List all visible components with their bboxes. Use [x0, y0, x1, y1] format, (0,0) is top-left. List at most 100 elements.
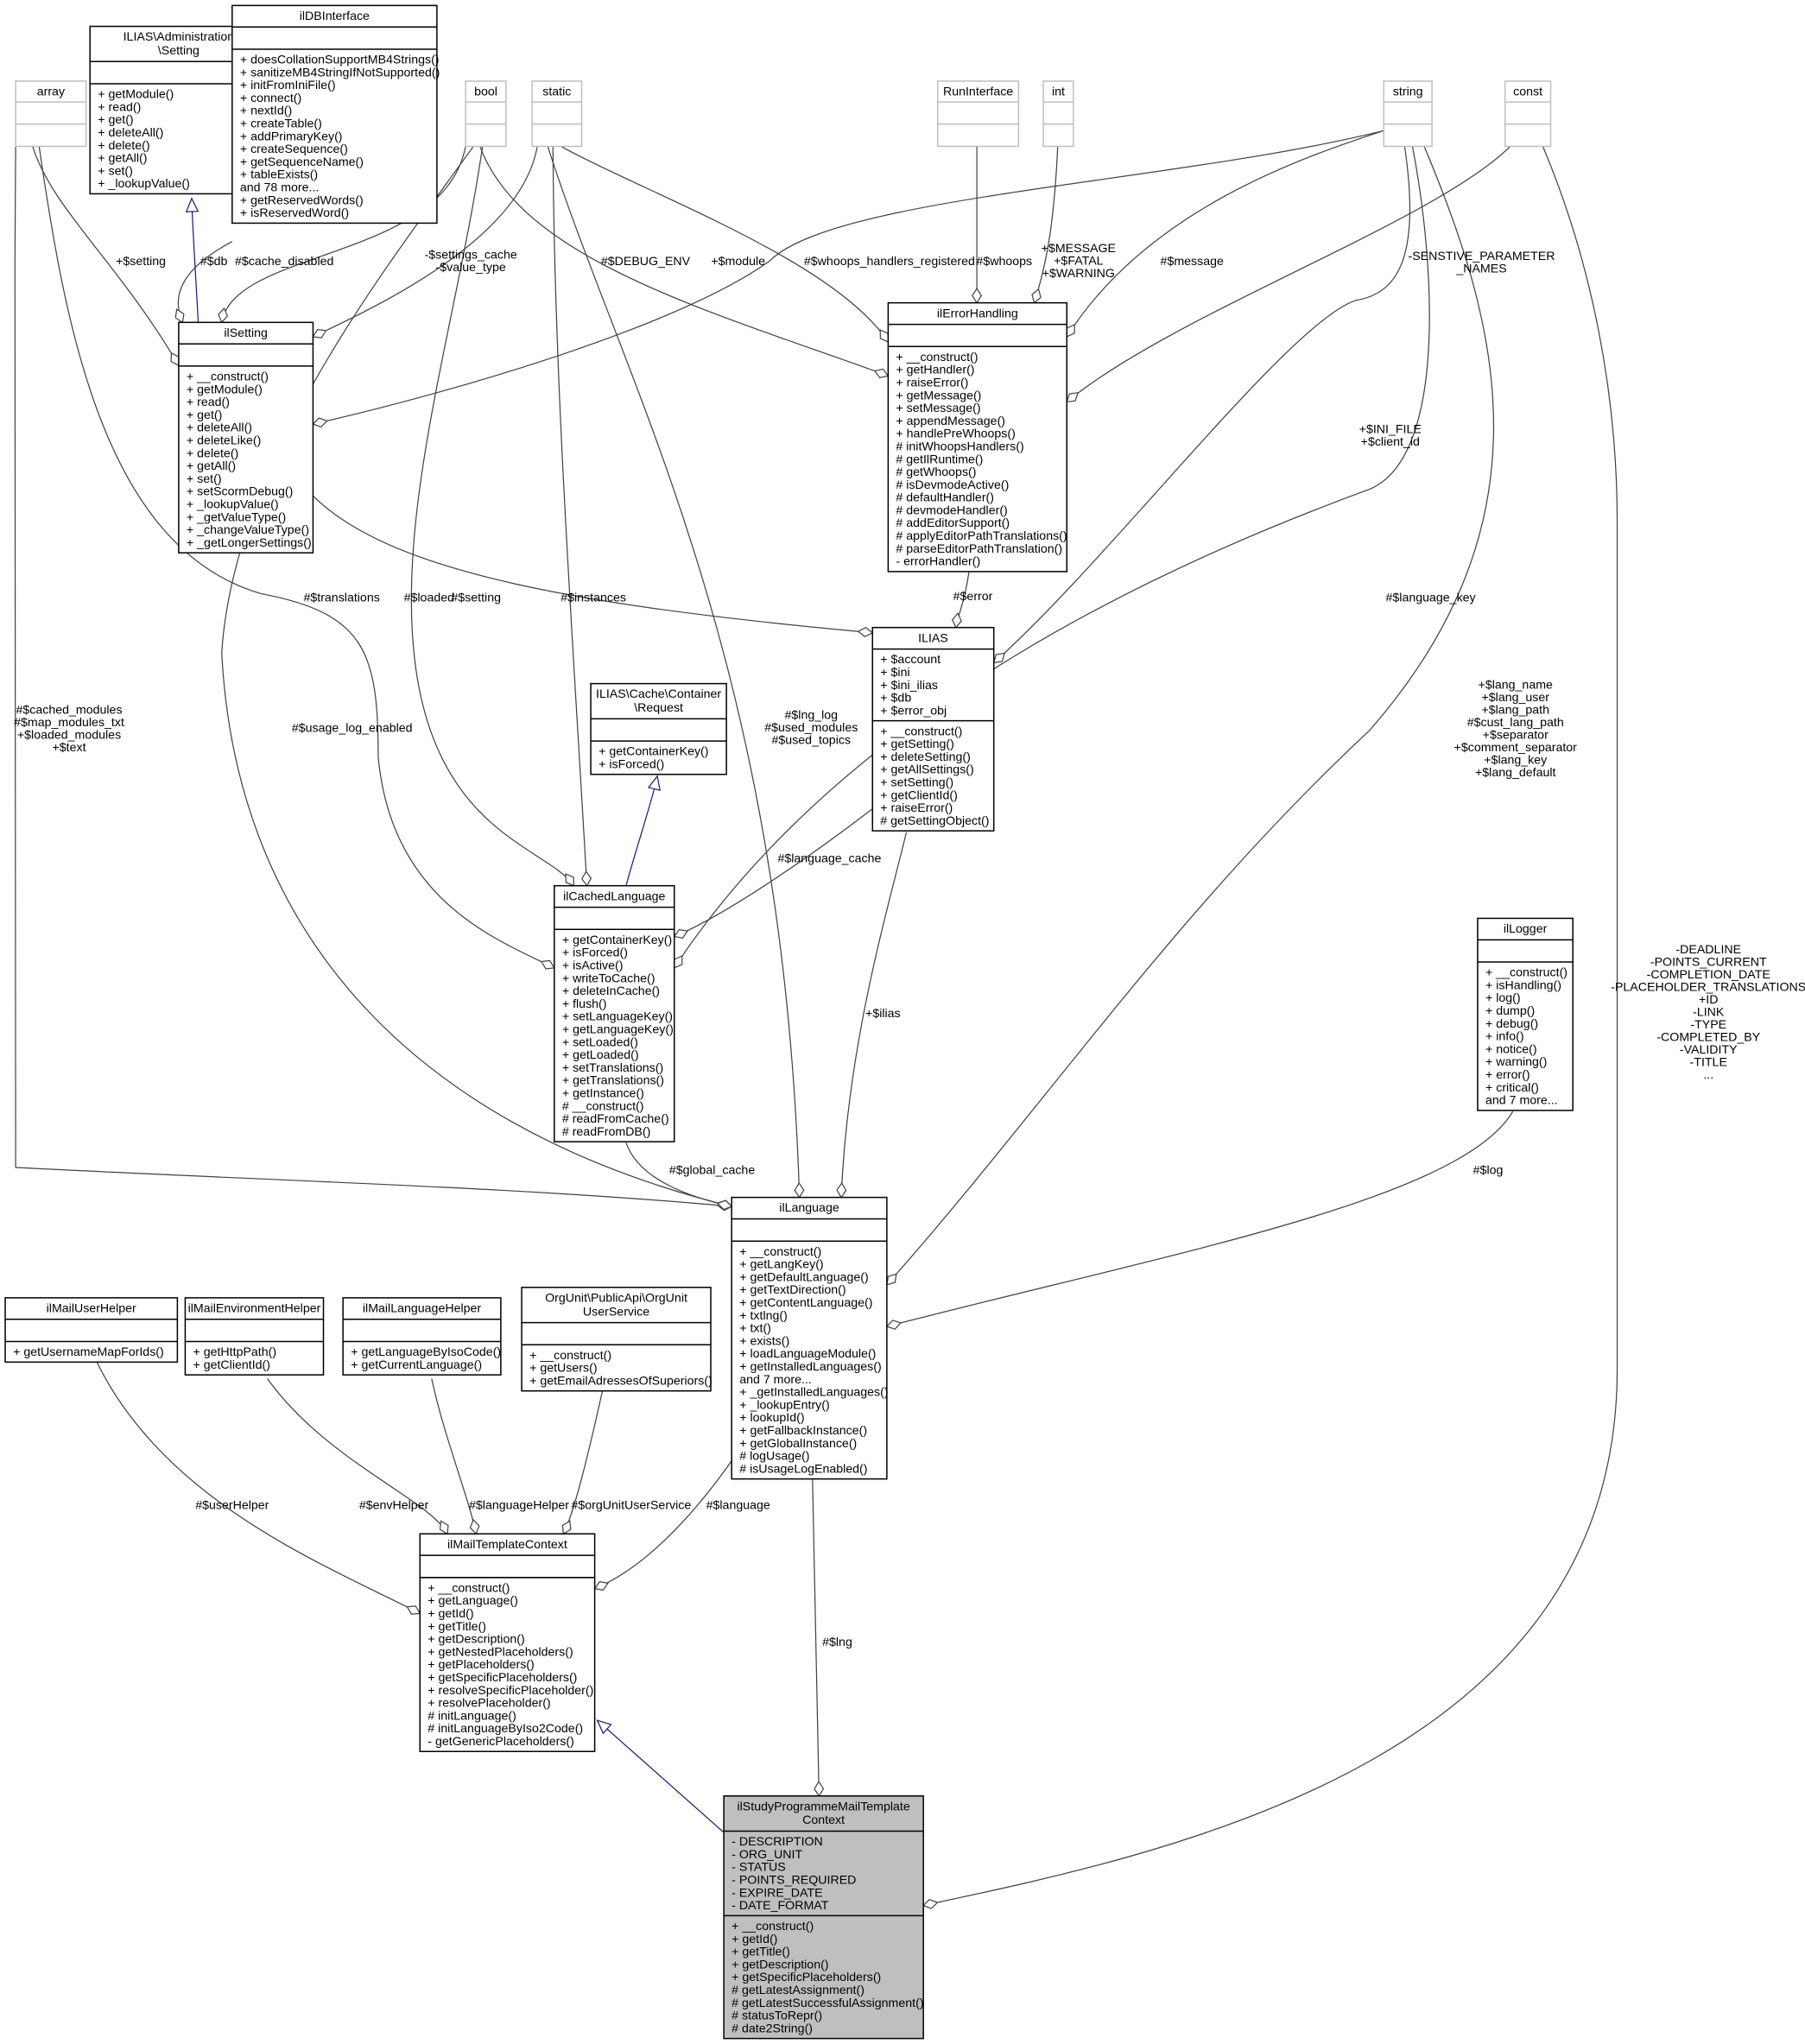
edge-label: #$used_modules [764, 721, 858, 735]
usage-line [479, 146, 889, 377]
edge-string-to-illanguage [886, 146, 1495, 1286]
class-method: # addEditorSupport() [896, 516, 1010, 530]
aggregation-diamond-icon [218, 307, 229, 324]
class-method: + _changeValueType() [187, 523, 309, 537]
class-method: and 7 more... [739, 1373, 812, 1387]
aggregation-diamond-icon [794, 1181, 805, 1199]
class-title: ilSetting [224, 326, 267, 340]
class-method: + isActive() [562, 959, 624, 972]
class-box-array[interactable]: array [15, 80, 87, 148]
class-box-ilcachedlanguage[interactable]: ilCachedLanguage+ getContainerKey()+ isF… [554, 884, 675, 1142]
class-box-bool[interactable]: bool [465, 80, 507, 148]
class-method: + deleteInCache() [562, 984, 660, 998]
class-method: + getAll() [98, 152, 147, 166]
class-attribute: + $ini [880, 666, 909, 680]
class-box-illanguage[interactable]: ilLanguage+ __construct()+ getLangKey()+… [731, 1196, 889, 1480]
aggregation-diamond-icon [922, 1898, 939, 1909]
class-box-illogger[interactable]: ilLogger+ __construct()+ isHandling()+ l… [1477, 917, 1574, 1111]
edge-label: +$module [711, 255, 765, 269]
edge-label: +$ilias [865, 1007, 901, 1021]
edge-label: +$loaded_modules [17, 728, 121, 742]
edge-ilsetting-to-ilias [313, 495, 874, 637]
usage-line [674, 146, 1430, 969]
class-method: + getDescription() [428, 1633, 524, 1647]
class-box-ilmaillanguagehelper[interactable]: ilMailLanguageHelper+ getLanguageByIsoCo… [342, 1297, 502, 1376]
usage-line [410, 146, 574, 887]
class-box-ildbinterface[interactable]: ilDBInterface+ doesCollationSupportMB4St… [231, 4, 440, 225]
class-title: ilMailLanguageHelper [363, 1302, 482, 1316]
class-method: + debug() [1485, 1017, 1538, 1031]
class-title: ilDBInterface [300, 9, 370, 23]
class-method: - getGenericPlaceholders() [428, 1735, 574, 1749]
edge-label: #$setting [451, 591, 501, 604]
edge-label: +$lang_path [1481, 704, 1549, 718]
class-method: # statusToRepr() [732, 2009, 822, 2023]
class-box-frame [1042, 80, 1074, 148]
class-box-int[interactable]: int [1042, 80, 1074, 148]
edge-label: #$languageHelper [469, 1499, 569, 1513]
edge-label: #$language [706, 1499, 770, 1513]
edge-label: +$MESSAGE [1042, 242, 1116, 256]
aggregation-diamond-icon [857, 626, 874, 637]
class-method: + getTranslations() [562, 1074, 664, 1088]
class-box-static[interactable]: static [531, 80, 583, 148]
class-method: + loadLanguageModule() [739, 1347, 876, 1361]
class-box-ilmailtemplatecontext[interactable]: ilMailTemplateContext+ __construct()+ ge… [419, 1533, 596, 1753]
class-method: # getLatestSuccessfulAssignment() [732, 1997, 923, 2010]
class-method: + getInstance() [562, 1086, 644, 1100]
class-method: + warning() [1485, 1055, 1547, 1069]
aggregation-diamond-icon [469, 1518, 480, 1535]
usage-line [840, 832, 908, 1198]
class-title: ilCachedLanguage [563, 889, 665, 903]
edge-ilias-to-illanguage [836, 832, 908, 1199]
class-box-cache_request[interactable]: ILIAS\Cache\Container\Request+ getContai… [590, 682, 727, 775]
class-method: + getLoaded() [562, 1048, 639, 1062]
class-box-string[interactable]: string [1383, 80, 1433, 148]
class-method: + getHandler() [896, 364, 974, 377]
class-box-ilsetting[interactable]: ilSetting+ __construct()+ getModule()+ r… [178, 321, 314, 554]
class-method: + getContainerKey() [562, 933, 672, 947]
class-method: + getId() [732, 1933, 777, 1946]
class-method: + read() [187, 396, 230, 409]
edge-label: +$comment_separator [1454, 741, 1578, 755]
inheritance-arrow-icon [185, 197, 200, 212]
edge-label: -$settings_cache [425, 248, 517, 262]
edge-static-to-illanguage [547, 146, 805, 1199]
class-method: + getClientId() [193, 1358, 270, 1372]
edge-label: +$INI_FILE [1359, 423, 1422, 437]
edge-label: -POINTS_CURRENT [1650, 956, 1767, 970]
edge-ilcachedlanguage-to-cache_request [625, 775, 661, 886]
class-method: + read() [98, 100, 141, 114]
class-box-ilias[interactable]: ILIAS+ $account+ $ini+ $ini_ilias+ $db+ … [871, 626, 995, 832]
class-box-ilmailenvironmenthelper[interactable]: ilMailEnvironmentHelper+ getHttpPath()+ … [184, 1297, 325, 1376]
class-box-frame [590, 682, 727, 775]
aggregation-diamond-icon [951, 612, 962, 629]
edge-label: +$FATAL [1054, 254, 1104, 268]
class-box-ilerrorhandling[interactable]: ilErrorHandling+ __construct()+ getHandl… [887, 301, 1068, 573]
class-method: + isHandling() [1485, 978, 1561, 992]
class-box-ilmailuserhelper[interactable]: ilMailUserHelper+ getUsernameMapForIds() [4, 1297, 179, 1364]
edge-label: +$client_id [1361, 435, 1420, 449]
class-box-runinterface[interactable]: RunInterface [937, 80, 1020, 148]
edge-label: #$message [1161, 255, 1224, 269]
class-method: # getSettingObject() [880, 814, 989, 828]
class-title: OrgUnit\PublicApi\OrgUnit [545, 1291, 687, 1305]
class-attribute: - POINTS_REQUIRED [732, 1874, 856, 1888]
class-method: + exists() [739, 1334, 789, 1348]
aggregation-diamond-icon [565, 873, 575, 887]
usage-line [221, 146, 732, 1207]
class-method: + set() [98, 164, 133, 178]
class-box-frame [1504, 80, 1552, 148]
aggregation-diamond-icon [1066, 392, 1079, 403]
class-method: # applyEditorPathTranslations() [896, 529, 1067, 543]
edge-array-to-ilcachedlanguage [38, 146, 555, 970]
class-method: - errorHandler() [896, 555, 980, 569]
class-box-const[interactable]: const [1504, 80, 1552, 148]
edge-ilerrorhandling-to-ilias [951, 571, 970, 629]
usage-line [886, 1111, 1514, 1327]
aggregation-diamond-icon [814, 1781, 825, 1797]
class-box-frame [231, 4, 438, 225]
class-box-frame [723, 1794, 924, 2040]
